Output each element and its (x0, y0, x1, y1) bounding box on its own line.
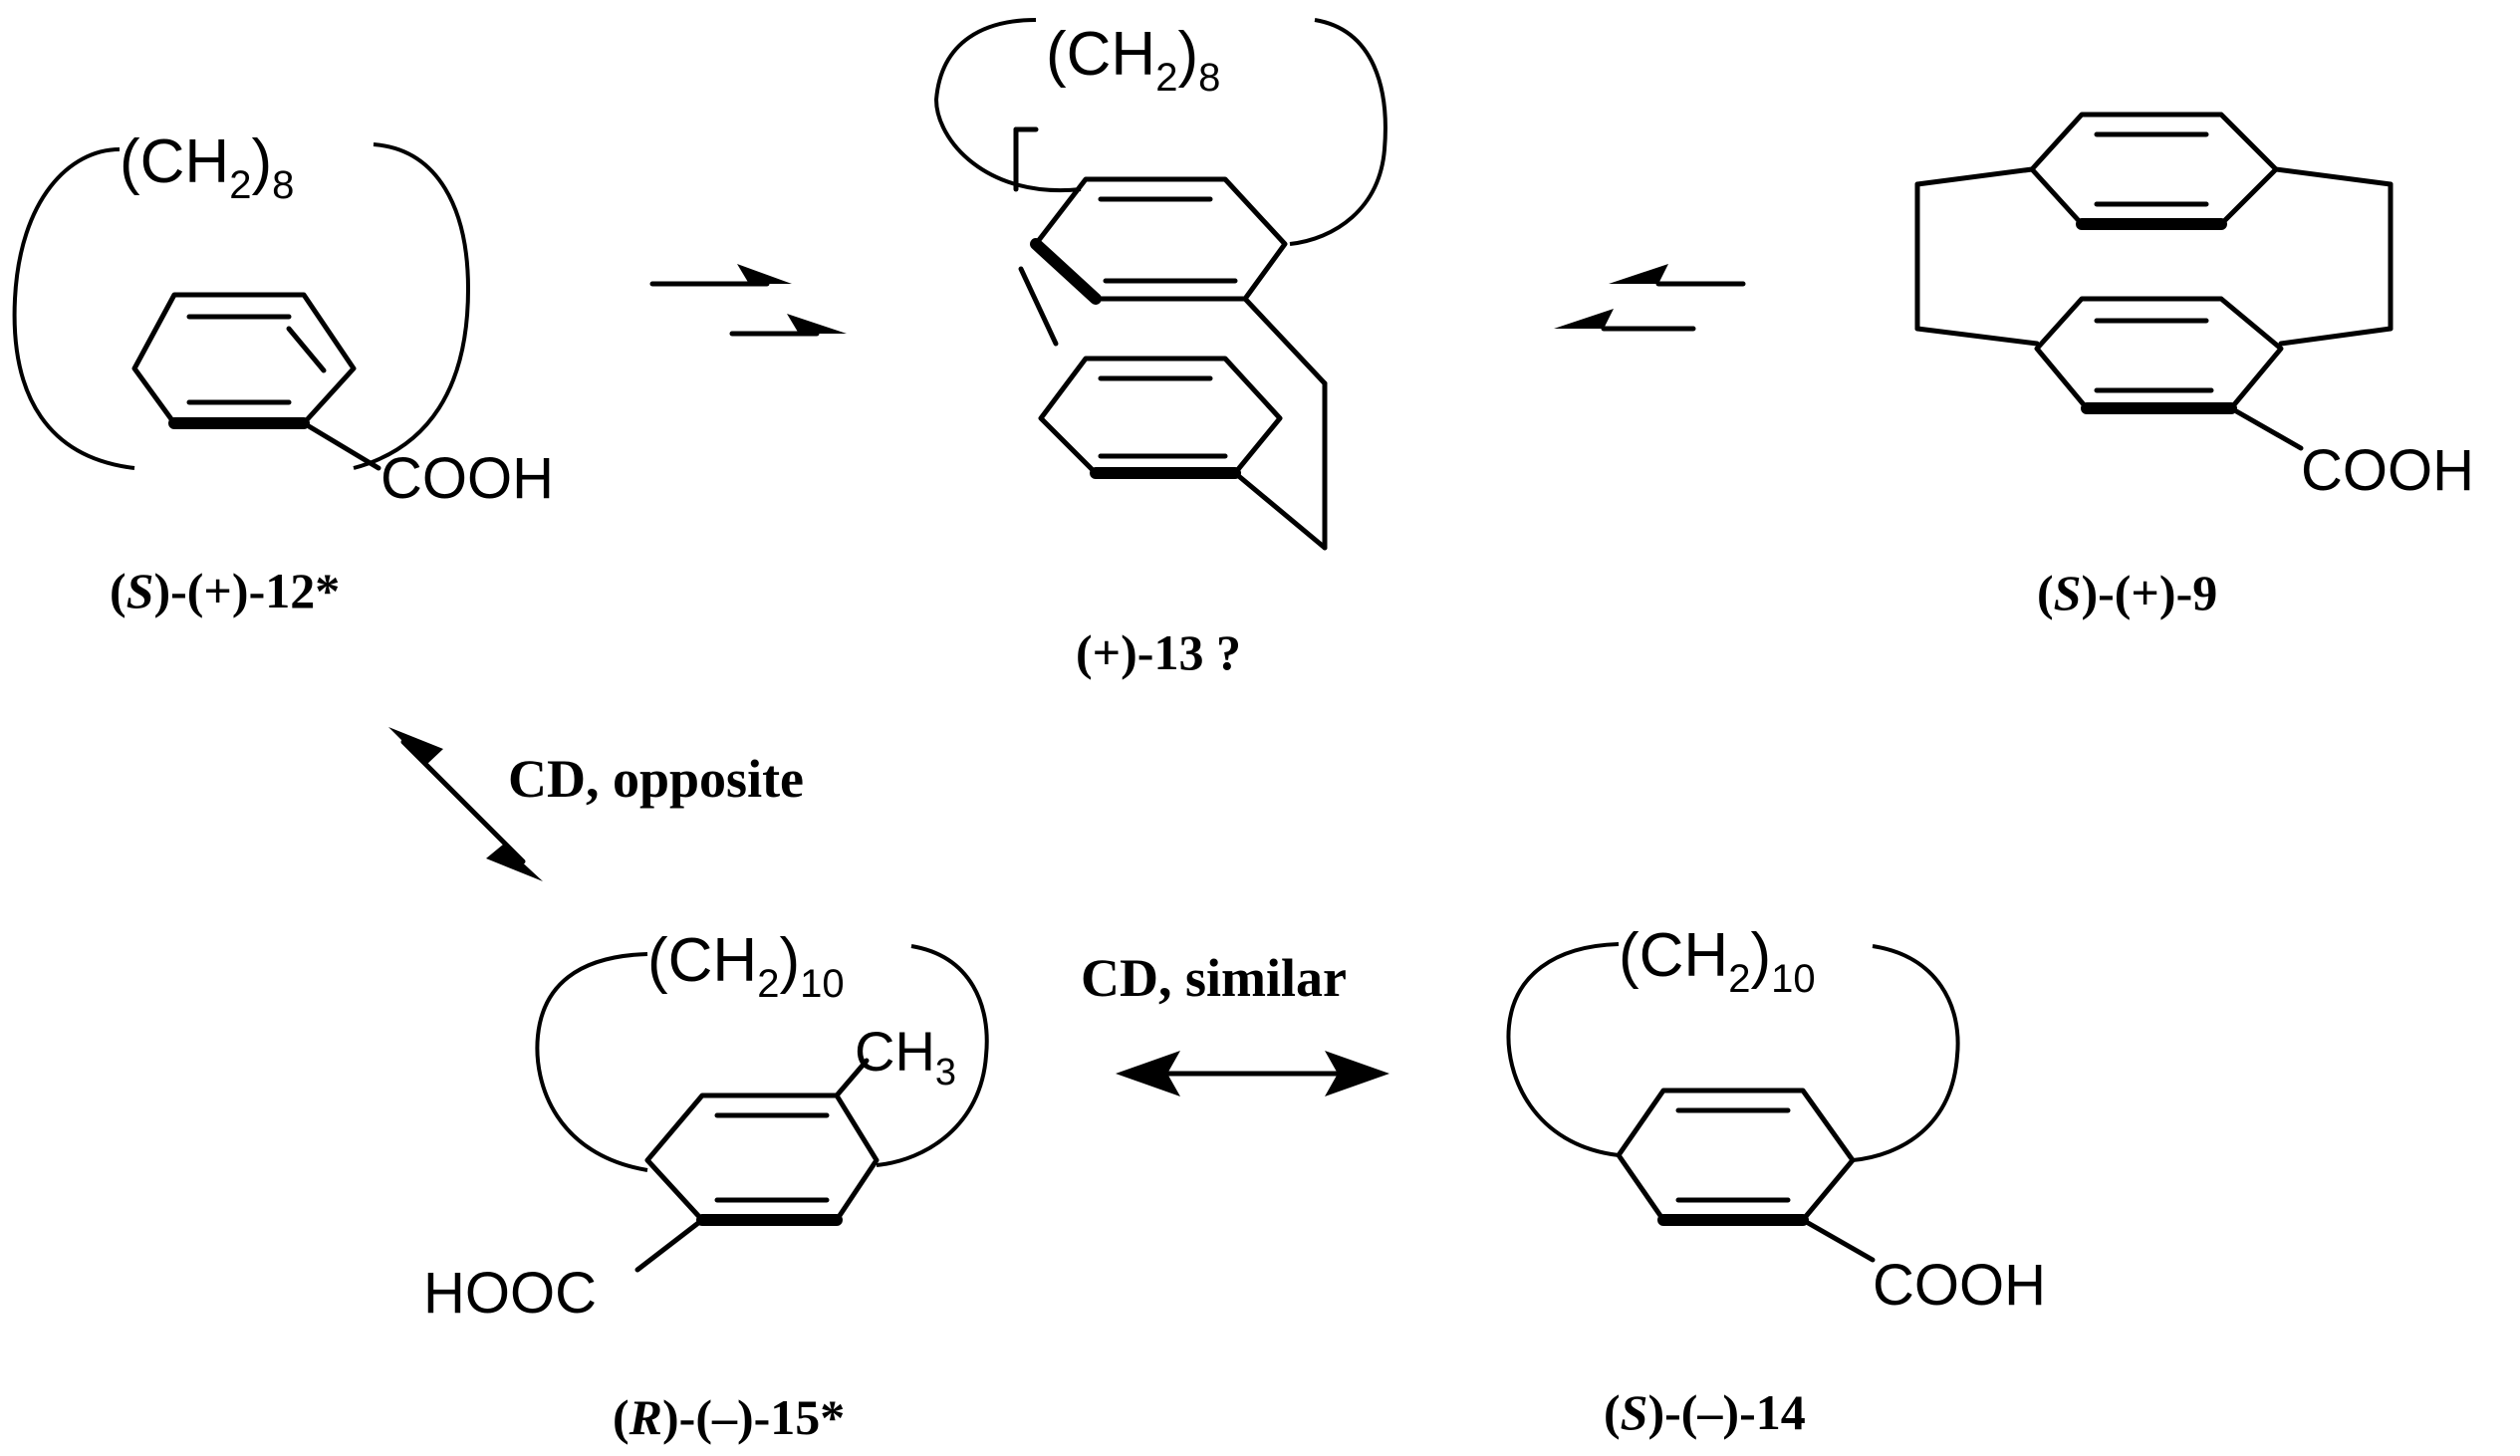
compound-12: (CH2)8 COOH (S)-(+)-12* (12, 127, 554, 618)
compound-label-13: (+)-13 ? (1076, 624, 1241, 680)
methyl-label-15: CH3 (855, 1020, 956, 1093)
compound-label-12: (S)-(+)-12* (110, 563, 340, 618)
lower-ring-9 (2034, 296, 2284, 414)
methylene-bridge-12 (12, 142, 471, 470)
benzene-ring-14 (1616, 1088, 1856, 1226)
compound-15: (CH2)10 CH3 HOOC (R)-(–)-15* (423, 926, 989, 1445)
benzene-ring-12 (131, 292, 357, 429)
chain-label-15: (CH2)10 (647, 926, 845, 1006)
lower-ring-13 (1038, 356, 1283, 479)
chain-label-13: (CH2)8 (1046, 20, 1220, 100)
methylene-bridge-15 (535, 944, 989, 1172)
chain-label-14: (CH2)10 (1619, 921, 1816, 1001)
relation-label-opposite: CD, opposite (508, 749, 804, 809)
carboxyl-label-14: COOH (1873, 1253, 2046, 1318)
upper-ring-13 (1030, 176, 1288, 305)
compound-label-15: (R)-(–)-15* (613, 1389, 845, 1445)
double-arrow-15-14 (1116, 1051, 1389, 1096)
upper-ring-9 (2029, 112, 2279, 230)
compound-13: (CH2)8 (+)-13 ? (933, 18, 1387, 680)
carboxyl-label-12: COOH (380, 446, 554, 511)
compound-14: (CH2)10 COOH (S)-(–)-14 (1506, 921, 2046, 1440)
benzene-ring-15 (644, 1092, 880, 1226)
methylene-bridge-14 (1506, 942, 1960, 1162)
compound-label-14: (S)-(–)-14 (1604, 1384, 1806, 1440)
relation-label-similar: CD, similar (1081, 948, 1347, 1008)
equilibrium-arrow-12-13 (649, 264, 847, 337)
compound-9: COOH (S)-(+)-9 (1914, 112, 2474, 620)
carboxyl-label-15: HOOC (423, 1261, 597, 1326)
carboxyl-label-9: COOH (2301, 438, 2474, 503)
chain-label-12: (CH2)8 (120, 127, 294, 207)
equilibrium-arrow-9-13 (1554, 264, 1746, 332)
methylene-bridge-13 (933, 18, 1387, 246)
compound-label-9: (S)-(+)-9 (2037, 565, 2217, 620)
double-arrow-12-15 (388, 727, 543, 881)
